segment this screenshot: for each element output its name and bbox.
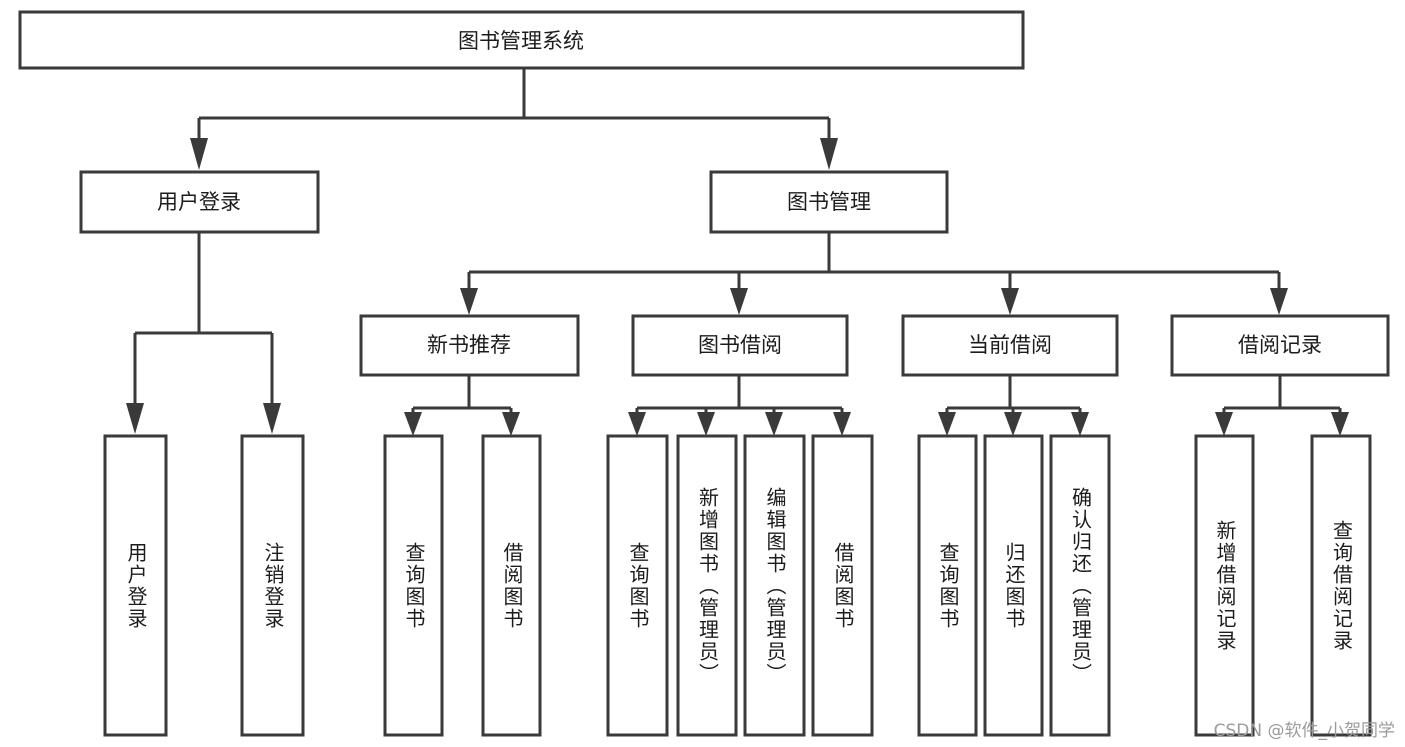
arrow-to-leaf-borrow-book-1: [502, 412, 520, 436]
csdn-watermark: CSDN @软件_小贺同学: [1213, 721, 1395, 741]
node-user-login-label: 用户登录: [157, 190, 241, 214]
node-root-system[interactable]: 图书管理系统: [18, 10, 1025, 70]
node-new-book-recommend-label: 新书推荐: [427, 333, 511, 357]
arrow-to-current-borrow: [1001, 288, 1019, 315]
leaf-box-add-record[interactable]: [1194, 434, 1255, 737]
connector-current-borrow-to-leaves: [938, 375, 1089, 436]
arrow-to-leaf-add-record: [1215, 412, 1233, 436]
arrow-to-book-borrow: [730, 288, 748, 315]
arrow-to-leaf-logout: [263, 403, 281, 434]
leaf-box-return-book[interactable]: [983, 434, 1044, 737]
leaf-box-logout[interactable]: [240, 434, 305, 737]
node-user-login[interactable]: 用户登录: [79, 170, 320, 234]
connector-borrow-record-to-leaves: [1215, 375, 1349, 436]
arrow-to-leaf-query-book-3: [938, 412, 956, 436]
arrow-to-new-book-rec: [460, 288, 478, 315]
leaf-box-user-login[interactable]: [103, 434, 168, 737]
arrow-to-leaf-edit-book: [765, 412, 783, 436]
arrow-to-leaf-borrow-book-2: [833, 412, 851, 436]
node-new-book-recommend[interactable]: 新书推荐: [359, 314, 580, 377]
node-book-borrow-label: 图书借阅: [698, 333, 782, 357]
connector-new-book-rec-to-leaves: [404, 375, 520, 436]
node-book-manage[interactable]: 图书管理: [709, 170, 949, 234]
leaf-box-query-book-2[interactable]: [606, 434, 669, 737]
node-book-borrow[interactable]: 图书借阅: [631, 314, 849, 377]
arrow-to-borrow-record: [1270, 288, 1288, 315]
leaf-box-confirm-return[interactable]: [1049, 434, 1111, 737]
node-root-label: 图书管理系统: [458, 29, 584, 53]
arrow-to-leaf-add-book: [697, 412, 715, 436]
arrow-to-leaf-query-book-1: [404, 412, 422, 436]
node-borrow-record-label: 借阅记录: [1238, 333, 1322, 357]
connector-root-to-level2: [190, 68, 838, 170]
arrow-to-leaf-return-book: [1004, 412, 1022, 436]
connector-user-login-to-leaves: [126, 232, 281, 434]
leaf-box-query-book-3[interactable]: [917, 434, 978, 737]
leaf-box-borrow-book-1[interactable]: [481, 434, 542, 737]
arrow-to-leaf-user-login: [126, 403, 144, 434]
node-current-borrow-label: 当前借阅: [968, 333, 1052, 357]
arrow-to-leaf-query-record: [1331, 412, 1349, 436]
node-current-borrow[interactable]: 当前借阅: [901, 314, 1119, 377]
connector-book-borrow-to-leaves: [628, 375, 851, 436]
arrow-to-leaf-confirm-return: [1071, 412, 1089, 436]
arrow-to-leaf-query-book-2: [628, 412, 646, 436]
node-borrow-record[interactable]: 借阅记录: [1170, 314, 1390, 377]
leaf-box-add-book[interactable]: [676, 434, 738, 737]
leaf-box-borrow-book-2[interactable]: [811, 434, 874, 737]
arrow-to-user-login: [190, 138, 208, 170]
leaf-box-query-book-1[interactable]: [383, 434, 444, 737]
node-book-manage-label: 图书管理: [787, 190, 871, 214]
arrow-to-book-manage: [820, 138, 838, 170]
leaf-box-edit-book[interactable]: [743, 434, 806, 737]
connector-book-manage-to-level3: [460, 232, 1288, 315]
leaf-box-query-record[interactable]: [1310, 434, 1372, 737]
